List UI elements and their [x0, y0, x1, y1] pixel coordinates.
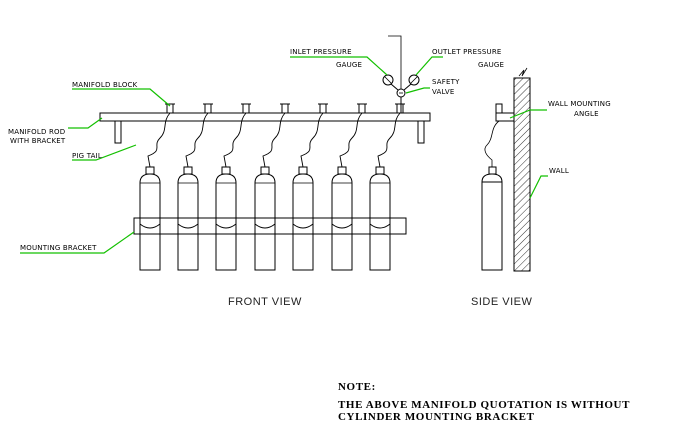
pig-tail [300, 112, 324, 168]
label-angle: ANGLE [574, 110, 599, 118]
bracket-strap [292, 223, 314, 229]
label-valve: VALVE [432, 88, 454, 96]
label-manifold-rod: MANIFOLD ROD [8, 128, 65, 136]
gas-cylinder [215, 173, 237, 271]
part-labels: MANIFOLD BLOCK MANIFOLD ROD WITH BRACKET… [8, 48, 611, 252]
gas-cylinder [369, 173, 391, 271]
label-pig-tail: PIG TAIL [72, 152, 102, 160]
gas-cylinder [177, 173, 199, 271]
gas-cylinder [331, 173, 353, 271]
bracket-strap [254, 223, 276, 229]
side-cylinder [481, 173, 503, 271]
manifold-block [358, 103, 366, 114]
cylinder-valve [375, 166, 385, 175]
gauge-assembly [382, 35, 420, 113]
cylinder-valve [298, 166, 308, 175]
gas-cylinder [139, 173, 161, 271]
manifold-block [281, 103, 289, 114]
note-block: NOTE: THE ABOVE MANIFOLD QUOTATION IS WI… [338, 381, 630, 423]
gas-cylinder [254, 173, 276, 271]
label-wall-mounting: WALL MOUNTING [548, 100, 611, 108]
manifold-block [204, 103, 212, 114]
side-pig-tail [484, 120, 500, 168]
manifold-rod [99, 112, 431, 122]
gas-cylinder [292, 173, 314, 271]
cylinder-valve [337, 166, 347, 175]
label-safety: SAFETY [432, 78, 460, 86]
label-inlet-pressure: INLET PRESSURE [290, 48, 352, 56]
bracket-strap [139, 223, 161, 229]
pig-tail [262, 112, 286, 168]
pig-tail [339, 112, 363, 168]
pig-tail [147, 112, 171, 168]
front-view-title: FRONT VIEW [228, 296, 302, 308]
manifold-block [242, 103, 250, 114]
pig-tail [185, 112, 209, 168]
front-view [99, 35, 431, 271]
pig-tail [377, 112, 401, 168]
note-line-1: THE ABOVE MANIFOLD QUOTATION IS WITHOUT [338, 399, 630, 411]
label-outlet-gauge: GAUGE [478, 61, 504, 69]
label-outlet-pressure: OUTLET PRESSURE [432, 48, 502, 56]
mounting-bracket [133, 217, 407, 235]
label-manifold-block: MANIFOLD BLOCK [72, 81, 138, 89]
note-heading: NOTE: [338, 381, 376, 393]
side-view-title: SIDE VIEW [471, 296, 532, 308]
cylinder-valve [221, 166, 231, 175]
label-manifold-rod-bracket: WITH BRACKET [10, 137, 66, 145]
label-wall: WALL [549, 167, 569, 175]
bracket-strap [331, 223, 353, 229]
cylinder-valve [145, 166, 155, 175]
pig-tail [223, 112, 247, 168]
bracket-strap [215, 223, 237, 229]
bracket-strap [177, 223, 199, 229]
rod-bracket-left [114, 120, 122, 144]
wall-mounting-angle [495, 112, 514, 122]
side-cylinder-valve [488, 166, 497, 175]
note-line-2: CYLINDER MOUNTING BRACKET [338, 411, 535, 423]
label-inlet-gauge: GAUGE [336, 61, 362, 69]
side-manifold-block [495, 103, 503, 114]
rod-bracket-right [417, 120, 425, 144]
cylinder-assemblies [139, 103, 405, 271]
wall [513, 77, 531, 272]
manifold-block [319, 103, 327, 114]
cylinder-valve [260, 166, 270, 175]
manifold-block [396, 103, 404, 114]
label-mounting-bracket: MOUNTING BRACKET [20, 244, 97, 252]
side-view [481, 67, 531, 272]
bracket-strap [369, 223, 391, 229]
leader-lines [20, 56, 548, 254]
cylinder-valve [183, 166, 193, 175]
